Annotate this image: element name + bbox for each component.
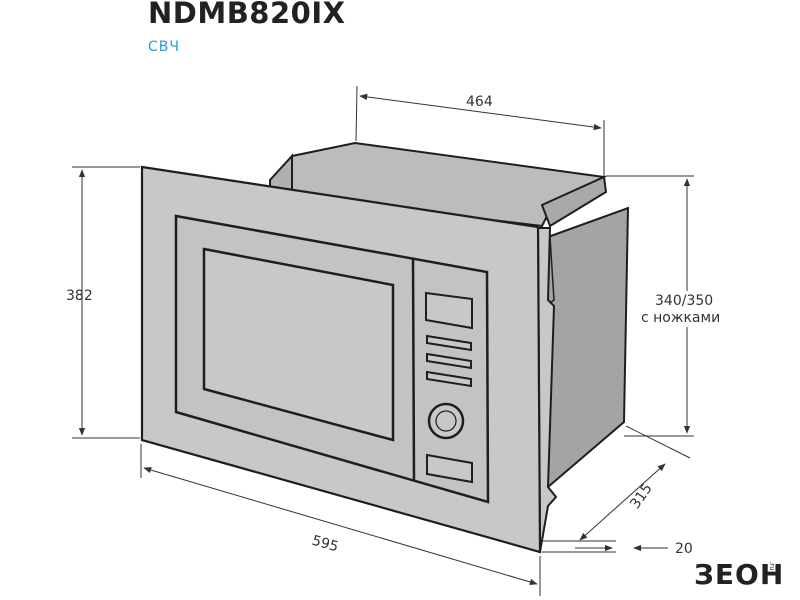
dim-464-label: 464 [466, 94, 493, 110]
brand-logo-domain: .ru [768, 561, 776, 571]
control-button-1 [426, 334, 472, 352]
dim-315-line [579, 463, 666, 541]
door-window [202, 247, 395, 442]
control-button-3 [426, 370, 472, 388]
category-label: СВЧ [148, 39, 180, 55]
dim-315-label: 315 [627, 481, 655, 512]
frame-side [536, 227, 558, 553]
dim-595-label: 595 [310, 533, 340, 556]
dim-340-label-line2: с ножками [641, 310, 720, 326]
body-side [547, 206, 630, 490]
brand-logo: ЗЕОН [694, 558, 785, 591]
body-top-ridge [540, 175, 608, 228]
dim-464-ext-left [355, 85, 358, 142]
dim-340-label-line1: 340/350 [655, 293, 713, 309]
model-title: NDMB820IX [148, 0, 346, 30]
dim-340-label-bg [640, 291, 740, 327]
display-panel [425, 291, 473, 330]
dim-595-line [143, 466, 538, 586]
dim-464-line [359, 93, 602, 131]
dim-315-ext [625, 425, 691, 459]
control-knob-center [435, 410, 457, 432]
door-divider [411, 258, 416, 482]
dim-20-label: 20 [675, 541, 693, 557]
control-button-2 [426, 352, 472, 370]
dim-382-label: 382 [66, 288, 93, 304]
